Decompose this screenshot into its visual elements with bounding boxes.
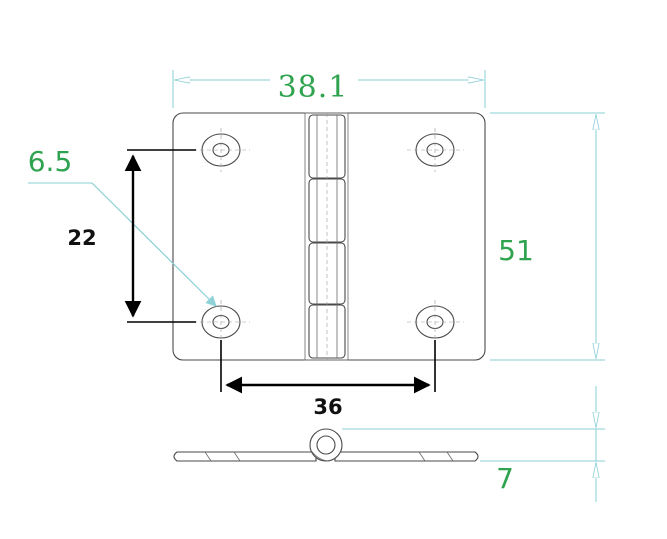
- width-dimension: 38.1: [172, 66, 486, 108]
- thickness-label: 7: [496, 462, 514, 495]
- hinge-knuckle: [304, 112, 349, 361]
- screw-hole-top-right: [407, 128, 464, 172]
- hole-diameter-label: 6.5: [28, 145, 73, 178]
- screw-hole-bottom-right: [407, 300, 464, 344]
- screw-hole-bottom-left: [193, 300, 250, 344]
- hole-vertical-spacing-label: 22: [67, 226, 96, 250]
- height-label: 51: [498, 234, 534, 267]
- hole-horizontal-spacing-dimension: 36: [220, 340, 436, 419]
- screw-hole-top-left: [193, 128, 250, 172]
- hinge-front-view: [172, 112, 486, 361]
- hole-vertical-spacing-dimension: 22: [67, 149, 196, 323]
- thickness-dimension: 7: [342, 386, 605, 502]
- width-label: 38.1: [278, 70, 349, 105]
- hinge-side-view: [173, 428, 479, 462]
- hole-diameter-leader: 6.5: [28, 145, 217, 307]
- height-dimension: 51: [490, 112, 605, 361]
- hole-horizontal-spacing-label: 36: [313, 395, 342, 419]
- knuckle-side-pin: [316, 435, 336, 455]
